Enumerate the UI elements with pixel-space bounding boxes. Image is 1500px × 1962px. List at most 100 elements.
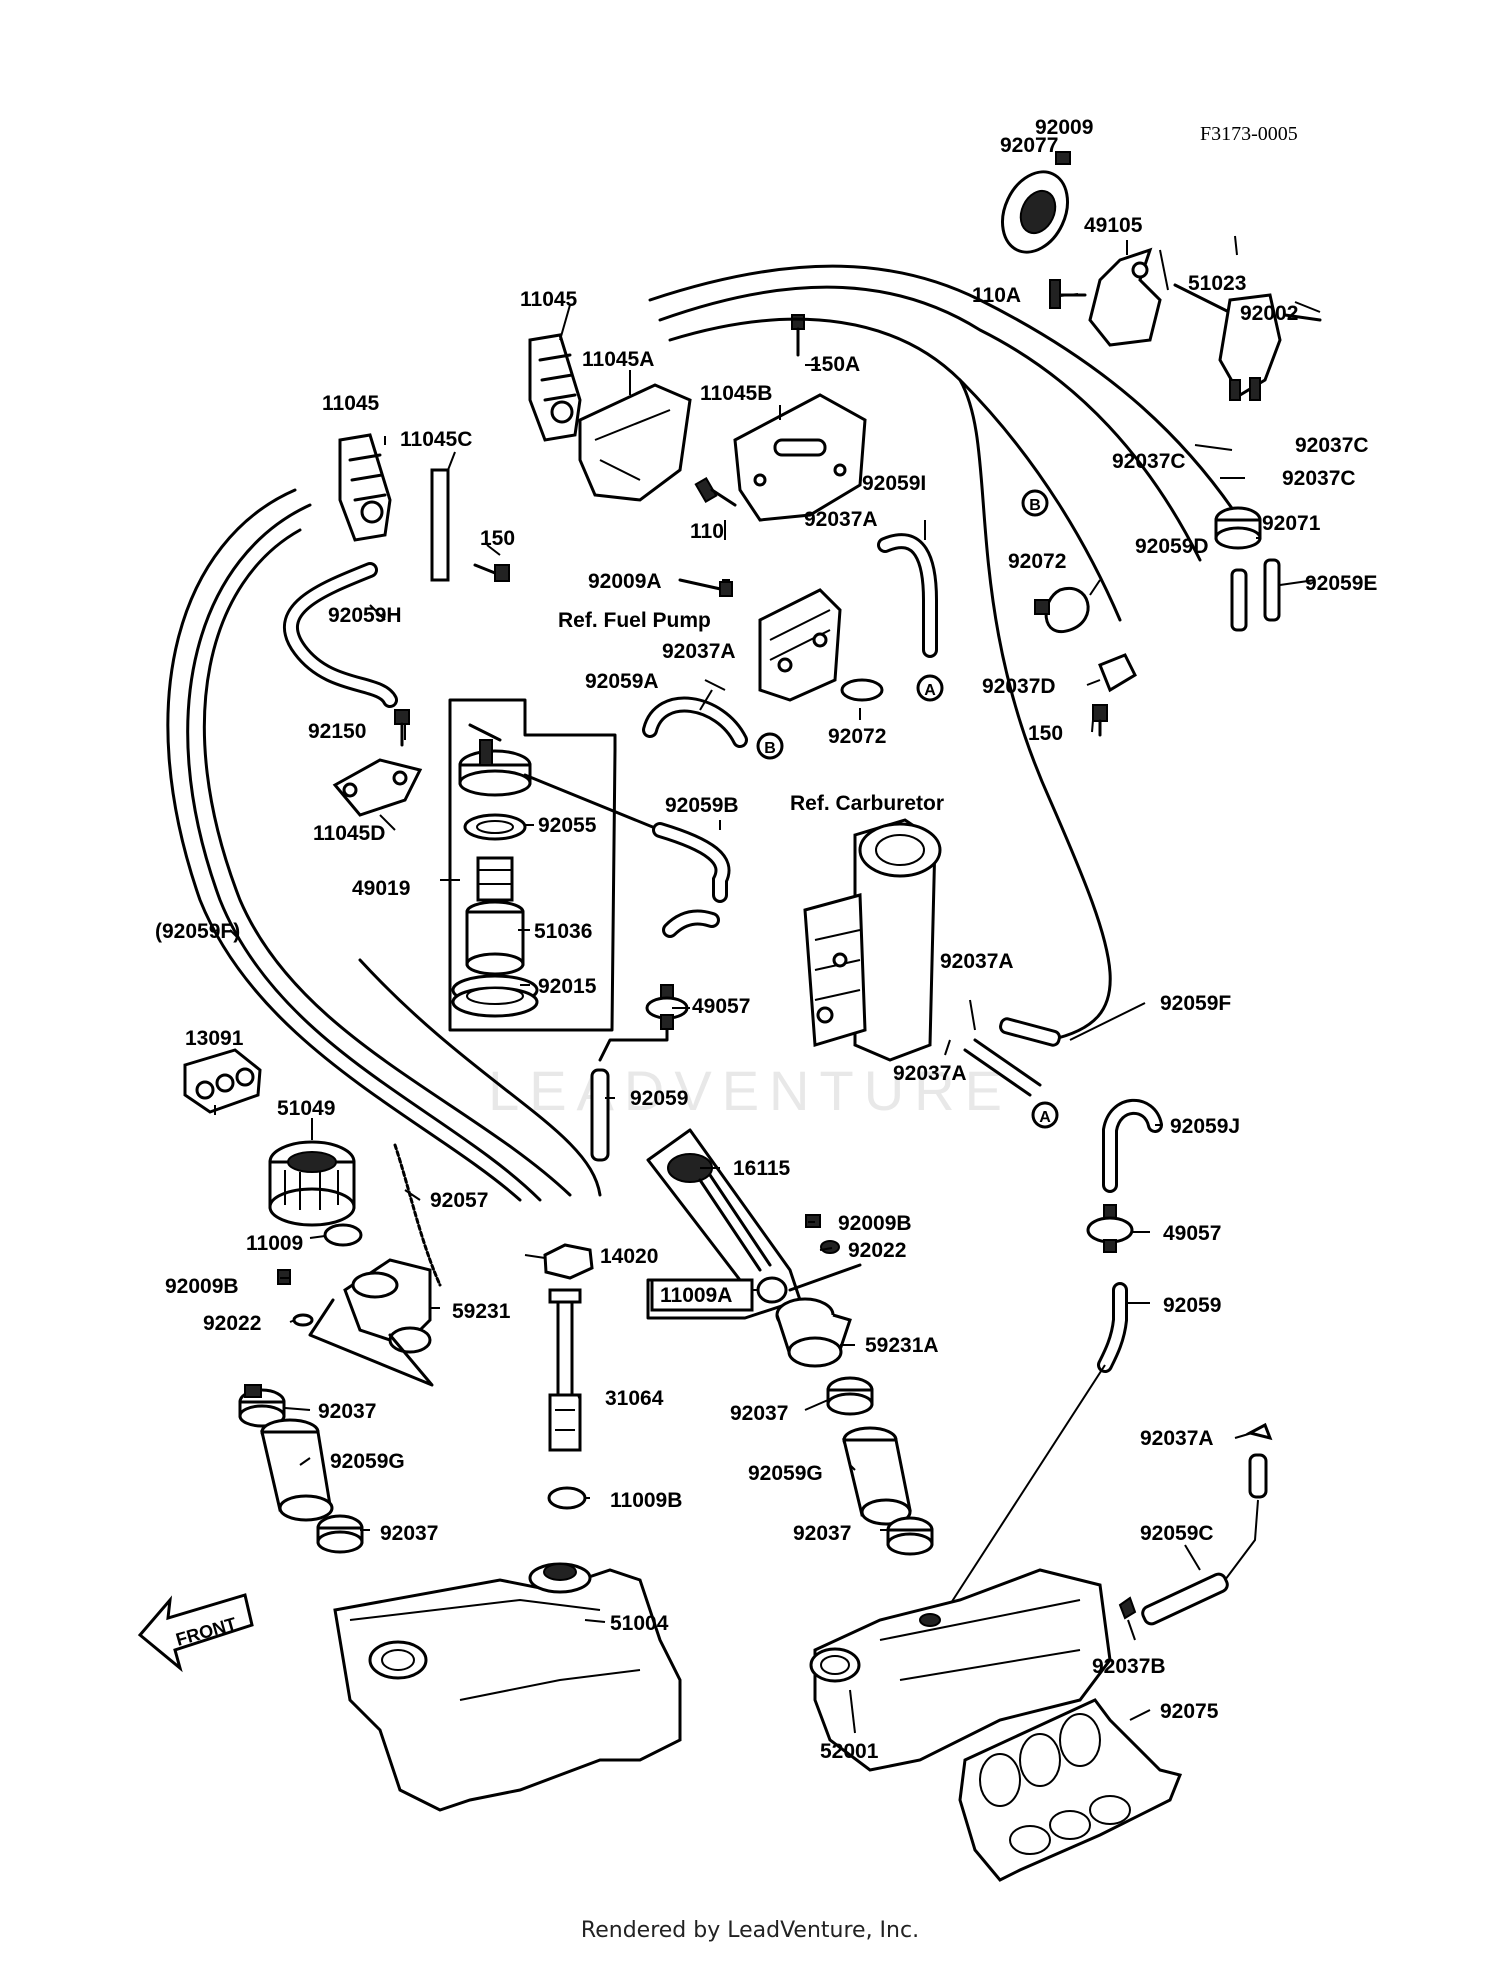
- label-92075[interactable]: 92075: [1160, 1700, 1219, 1723]
- tether-92057-drawing: [393, 1143, 442, 1287]
- label-92009B-left[interactable]: 92009B: [165, 1275, 239, 1298]
- label-92059E[interactable]: 92059E: [1305, 572, 1377, 595]
- label-92059B[interactable]: 92059B: [665, 794, 739, 817]
- label-11009[interactable]: 11009: [246, 1232, 303, 1255]
- fuel-pump-drawing: [758, 588, 842, 702]
- label-92059F[interactable]: 92059F: [1160, 992, 1231, 1015]
- label-92037A-5[interactable]: 92037A: [1140, 1427, 1214, 1450]
- label-51049[interactable]: 51049: [277, 1097, 335, 1120]
- label-92037C-1[interactable]: 92037C: [1295, 434, 1369, 457]
- label-13091[interactable]: 13091: [185, 1027, 244, 1050]
- label-92057[interactable]: 92057: [430, 1189, 488, 1212]
- label-92009B-right[interactable]: 92009B: [838, 1212, 912, 1235]
- label-92037D[interactable]: 92037D: [982, 675, 1056, 698]
- label-92015[interactable]: 92015: [538, 975, 597, 998]
- label-92037-4[interactable]: 92037: [793, 1522, 851, 1545]
- nut-14020-drawing: [543, 1243, 594, 1280]
- footer-credit: Rendered by LeadVenture, Inc.: [580, 1918, 920, 1943]
- label-51023[interactable]: 51023: [1188, 272, 1246, 295]
- fuel-valve-knob-drawing: [1001, 151, 1071, 254]
- label-92059-left[interactable]: 92059: [630, 1087, 688, 1110]
- label-92037C-3[interactable]: 92037C: [1282, 467, 1356, 490]
- fuel-tank-51004-drawing: [333, 1562, 682, 1812]
- label-150-right[interactable]: 150: [1028, 722, 1063, 745]
- washer-92022-left-drawing: [292, 1313, 314, 1327]
- label-92037A-2[interactable]: 92037A: [662, 640, 736, 663]
- label-11009B[interactable]: 11009B: [610, 1489, 682, 1512]
- label-92037A-4[interactable]: 92037A: [893, 1062, 967, 1085]
- clamp-92037-1-drawing: [238, 1384, 286, 1428]
- filter-cap-drawing: [458, 723, 532, 797]
- label-59231[interactable]: 59231: [452, 1300, 511, 1323]
- leader-lines: [214, 235, 1321, 1734]
- ring-92015-drawing: [451, 974, 539, 1018]
- label-11009A-box: [650, 1278, 754, 1312]
- label-150A[interactable]: 150A: [810, 353, 860, 376]
- label-92150[interactable]: 92150: [308, 720, 366, 743]
- gasket-11009A-drawing: [756, 1276, 788, 1304]
- bolt-150-right-drawing: [1092, 704, 1108, 737]
- label-92022-left[interactable]: 92022: [203, 1312, 261, 1335]
- label-92055[interactable]: 92055: [538, 814, 597, 837]
- label-92009A[interactable]: 92009A: [588, 570, 662, 593]
- label-92059G-right[interactable]: 92059G: [748, 1462, 823, 1485]
- label-92037-1[interactable]: 92037: [318, 1400, 376, 1423]
- label-52001[interactable]: 52001: [820, 1740, 879, 1763]
- label-92009[interactable]: 92009: [1035, 116, 1093, 139]
- label-110A[interactable]: 110A: [972, 284, 1021, 307]
- svg-text:A: A: [1039, 1109, 1051, 1126]
- long-fuel-hoses-drawing: [166, 264, 1242, 1202]
- label-11045D[interactable]: 11045D: [313, 822, 385, 845]
- sender-31064-drawing: [548, 1288, 582, 1452]
- label-92077[interactable]: 92077: [1000, 134, 1058, 157]
- label-49019[interactable]: 49019: [352, 877, 410, 900]
- label-92037C-2[interactable]: 92037C: [1112, 450, 1186, 473]
- label-92059C[interactable]: 92059C: [1140, 1522, 1214, 1545]
- label-92037A-3[interactable]: 92037A: [940, 950, 1014, 973]
- label-92059D[interactable]: 92059D: [1135, 535, 1209, 558]
- label-92037B[interactable]: 92037B: [1092, 1655, 1166, 1678]
- label-49105[interactable]: 49105: [1084, 214, 1143, 237]
- label-92037-3[interactable]: 92037: [380, 1522, 438, 1545]
- label-150-left[interactable]: 150: [480, 527, 515, 550]
- label-92022-right[interactable]: 92022: [848, 1239, 906, 1262]
- label-92072-right[interactable]: 92072: [1008, 550, 1066, 573]
- clamp-92037-2-drawing: [316, 1514, 364, 1554]
- label-92059J[interactable]: 92059J: [1170, 1115, 1240, 1138]
- label-11045B[interactable]: 11045B: [700, 382, 772, 405]
- label-92037-2[interactable]: 92037: [730, 1402, 788, 1425]
- label-51036[interactable]: 51036: [534, 920, 592, 943]
- label-11045-left[interactable]: 11045: [322, 392, 380, 415]
- label-92037A-1[interactable]: 92037A: [804, 508, 878, 531]
- label-11009A[interactable]: 11009A: [660, 1284, 732, 1307]
- hose-92059-left-drawing: [590, 1068, 610, 1162]
- label-11045A[interactable]: 11045A: [582, 348, 654, 371]
- label-ref-carburetor[interactable]: Ref. Carburetor: [790, 792, 944, 815]
- svg-text:A: A: [924, 682, 936, 699]
- label-14020[interactable]: 14020: [600, 1245, 658, 1268]
- clamp-92037-3-drawing: [826, 1376, 874, 1416]
- diagram-code: F3173-0005: [1200, 123, 1298, 145]
- label-92059I[interactable]: 92059I: [862, 472, 926, 495]
- label-11045C[interactable]: 11045C: [400, 428, 472, 451]
- label-11045-top[interactable]: 11045: [520, 288, 578, 311]
- label-92059-right[interactable]: 92059: [1163, 1294, 1221, 1317]
- label-ref-fuel-pump[interactable]: Ref. Fuel Pump: [558, 609, 711, 632]
- label-49057-lower[interactable]: 49057: [1163, 1222, 1221, 1245]
- label-51004[interactable]: 51004: [610, 1612, 669, 1635]
- label-110[interactable]: 110: [690, 520, 724, 543]
- label-92059G-left[interactable]: 92059G: [330, 1450, 405, 1473]
- label-59231A[interactable]: 59231A: [865, 1334, 939, 1357]
- label-92059A[interactable]: 92059A: [585, 670, 659, 693]
- label-92059H[interactable]: 92059H: [328, 604, 402, 627]
- clamp-92072-mid-drawing: [840, 678, 884, 702]
- label-92072-mid[interactable]: 92072: [828, 725, 886, 748]
- label-31064[interactable]: 31064: [605, 1387, 664, 1410]
- label-49057-upper[interactable]: 49057: [692, 995, 750, 1018]
- label-92071[interactable]: 92071: [1262, 512, 1321, 535]
- label-92059F-paren[interactable]: (92059F): [155, 920, 240, 943]
- label-16115[interactable]: 16115: [733, 1157, 791, 1180]
- hose-92059E-drawing: [1263, 558, 1281, 622]
- label-92002[interactable]: 92002: [1240, 302, 1298, 325]
